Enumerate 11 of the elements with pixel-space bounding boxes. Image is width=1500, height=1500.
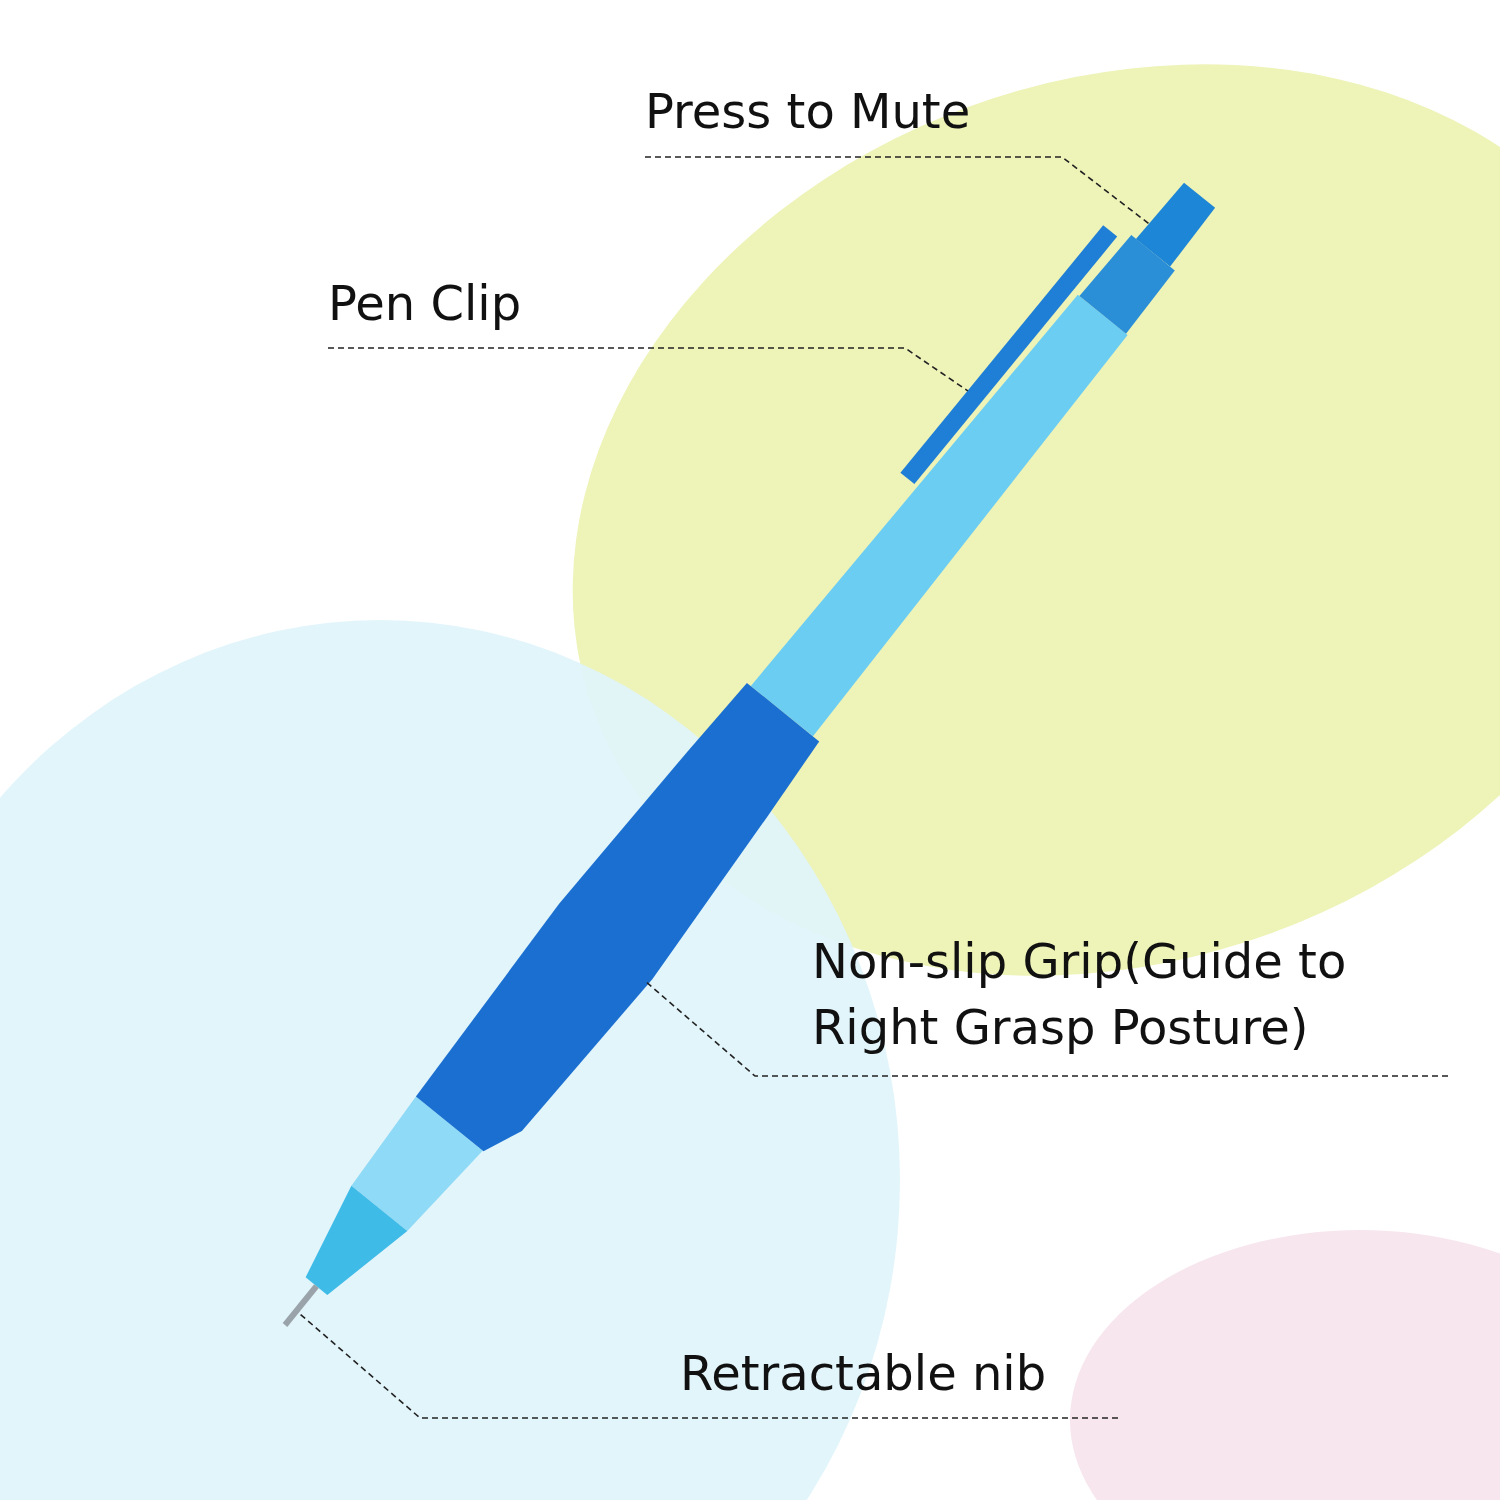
- callout-text: Retractable nib: [680, 1340, 1118, 1418]
- leader-line: [646, 981, 1449, 1077]
- callout-text: Pen Clip: [328, 270, 908, 348]
- push-button: [1135, 182, 1216, 267]
- leader-line: [644, 156, 1150, 225]
- pencil-lead: [282, 1284, 319, 1327]
- leader-line: [327, 347, 969, 392]
- callout-text: Non-slip Grip(Guide to Right Grasp Posture): [812, 928, 1448, 1076]
- leader-line: [297, 1312, 1119, 1419]
- pen-clip: [900, 225, 1118, 484]
- callout-text: Press to Mute: [645, 78, 1065, 157]
